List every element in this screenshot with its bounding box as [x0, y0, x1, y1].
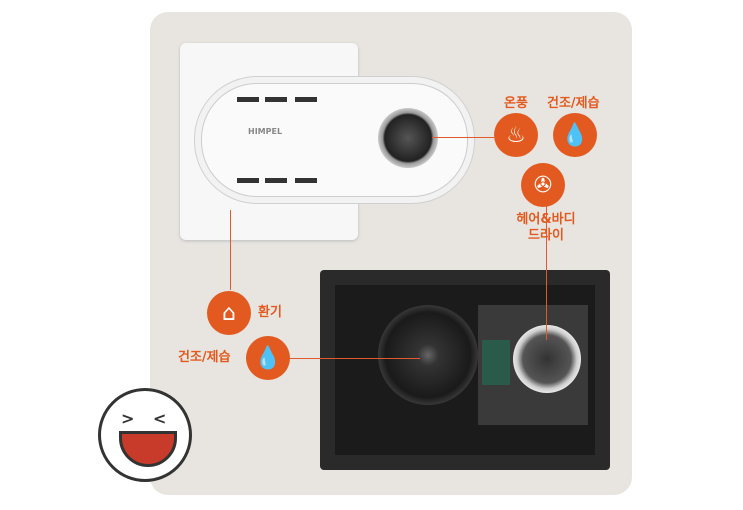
vent-slot: [295, 97, 317, 102]
warm-air-outlet: [378, 108, 438, 168]
vent-slot: [237, 97, 259, 102]
label-dry-dehumid-bottom: 건조/제습: [178, 350, 231, 365]
vent-slot: [295, 178, 317, 183]
connector-line: [546, 200, 547, 340]
connector-line: [432, 137, 494, 138]
laughing-face-icon: > <: [98, 388, 192, 482]
water-drops-icon: 💧: [553, 113, 597, 157]
water-drops-icon: 💧: [246, 336, 290, 380]
hair-dryer-icon: ✇: [521, 163, 565, 207]
control-board: [482, 340, 510, 385]
mouth: [119, 431, 177, 467]
ventilation-house-icon: ⌂: [207, 291, 251, 335]
brand-logo: HIMPEL: [248, 127, 283, 136]
label-warm-air: 온풍: [504, 96, 528, 111]
connector-line: [230, 210, 231, 290]
vent-slot: [265, 97, 287, 102]
connector-line: [270, 358, 420, 359]
vent-slot: [265, 178, 287, 183]
label-dry-dehumid-top: 건조/제습: [547, 96, 600, 111]
label-line: 헤어&바디: [516, 212, 576, 227]
label-ventilation: 환기: [258, 305, 282, 320]
heater-fan: [513, 325, 581, 393]
label-line: 드라이: [528, 228, 564, 243]
blower-fan: [378, 305, 478, 405]
eye: >: [121, 409, 135, 428]
warm-air-icon: ♨: [494, 113, 538, 157]
eye: <: [153, 409, 167, 428]
vent-slot: [237, 178, 259, 183]
